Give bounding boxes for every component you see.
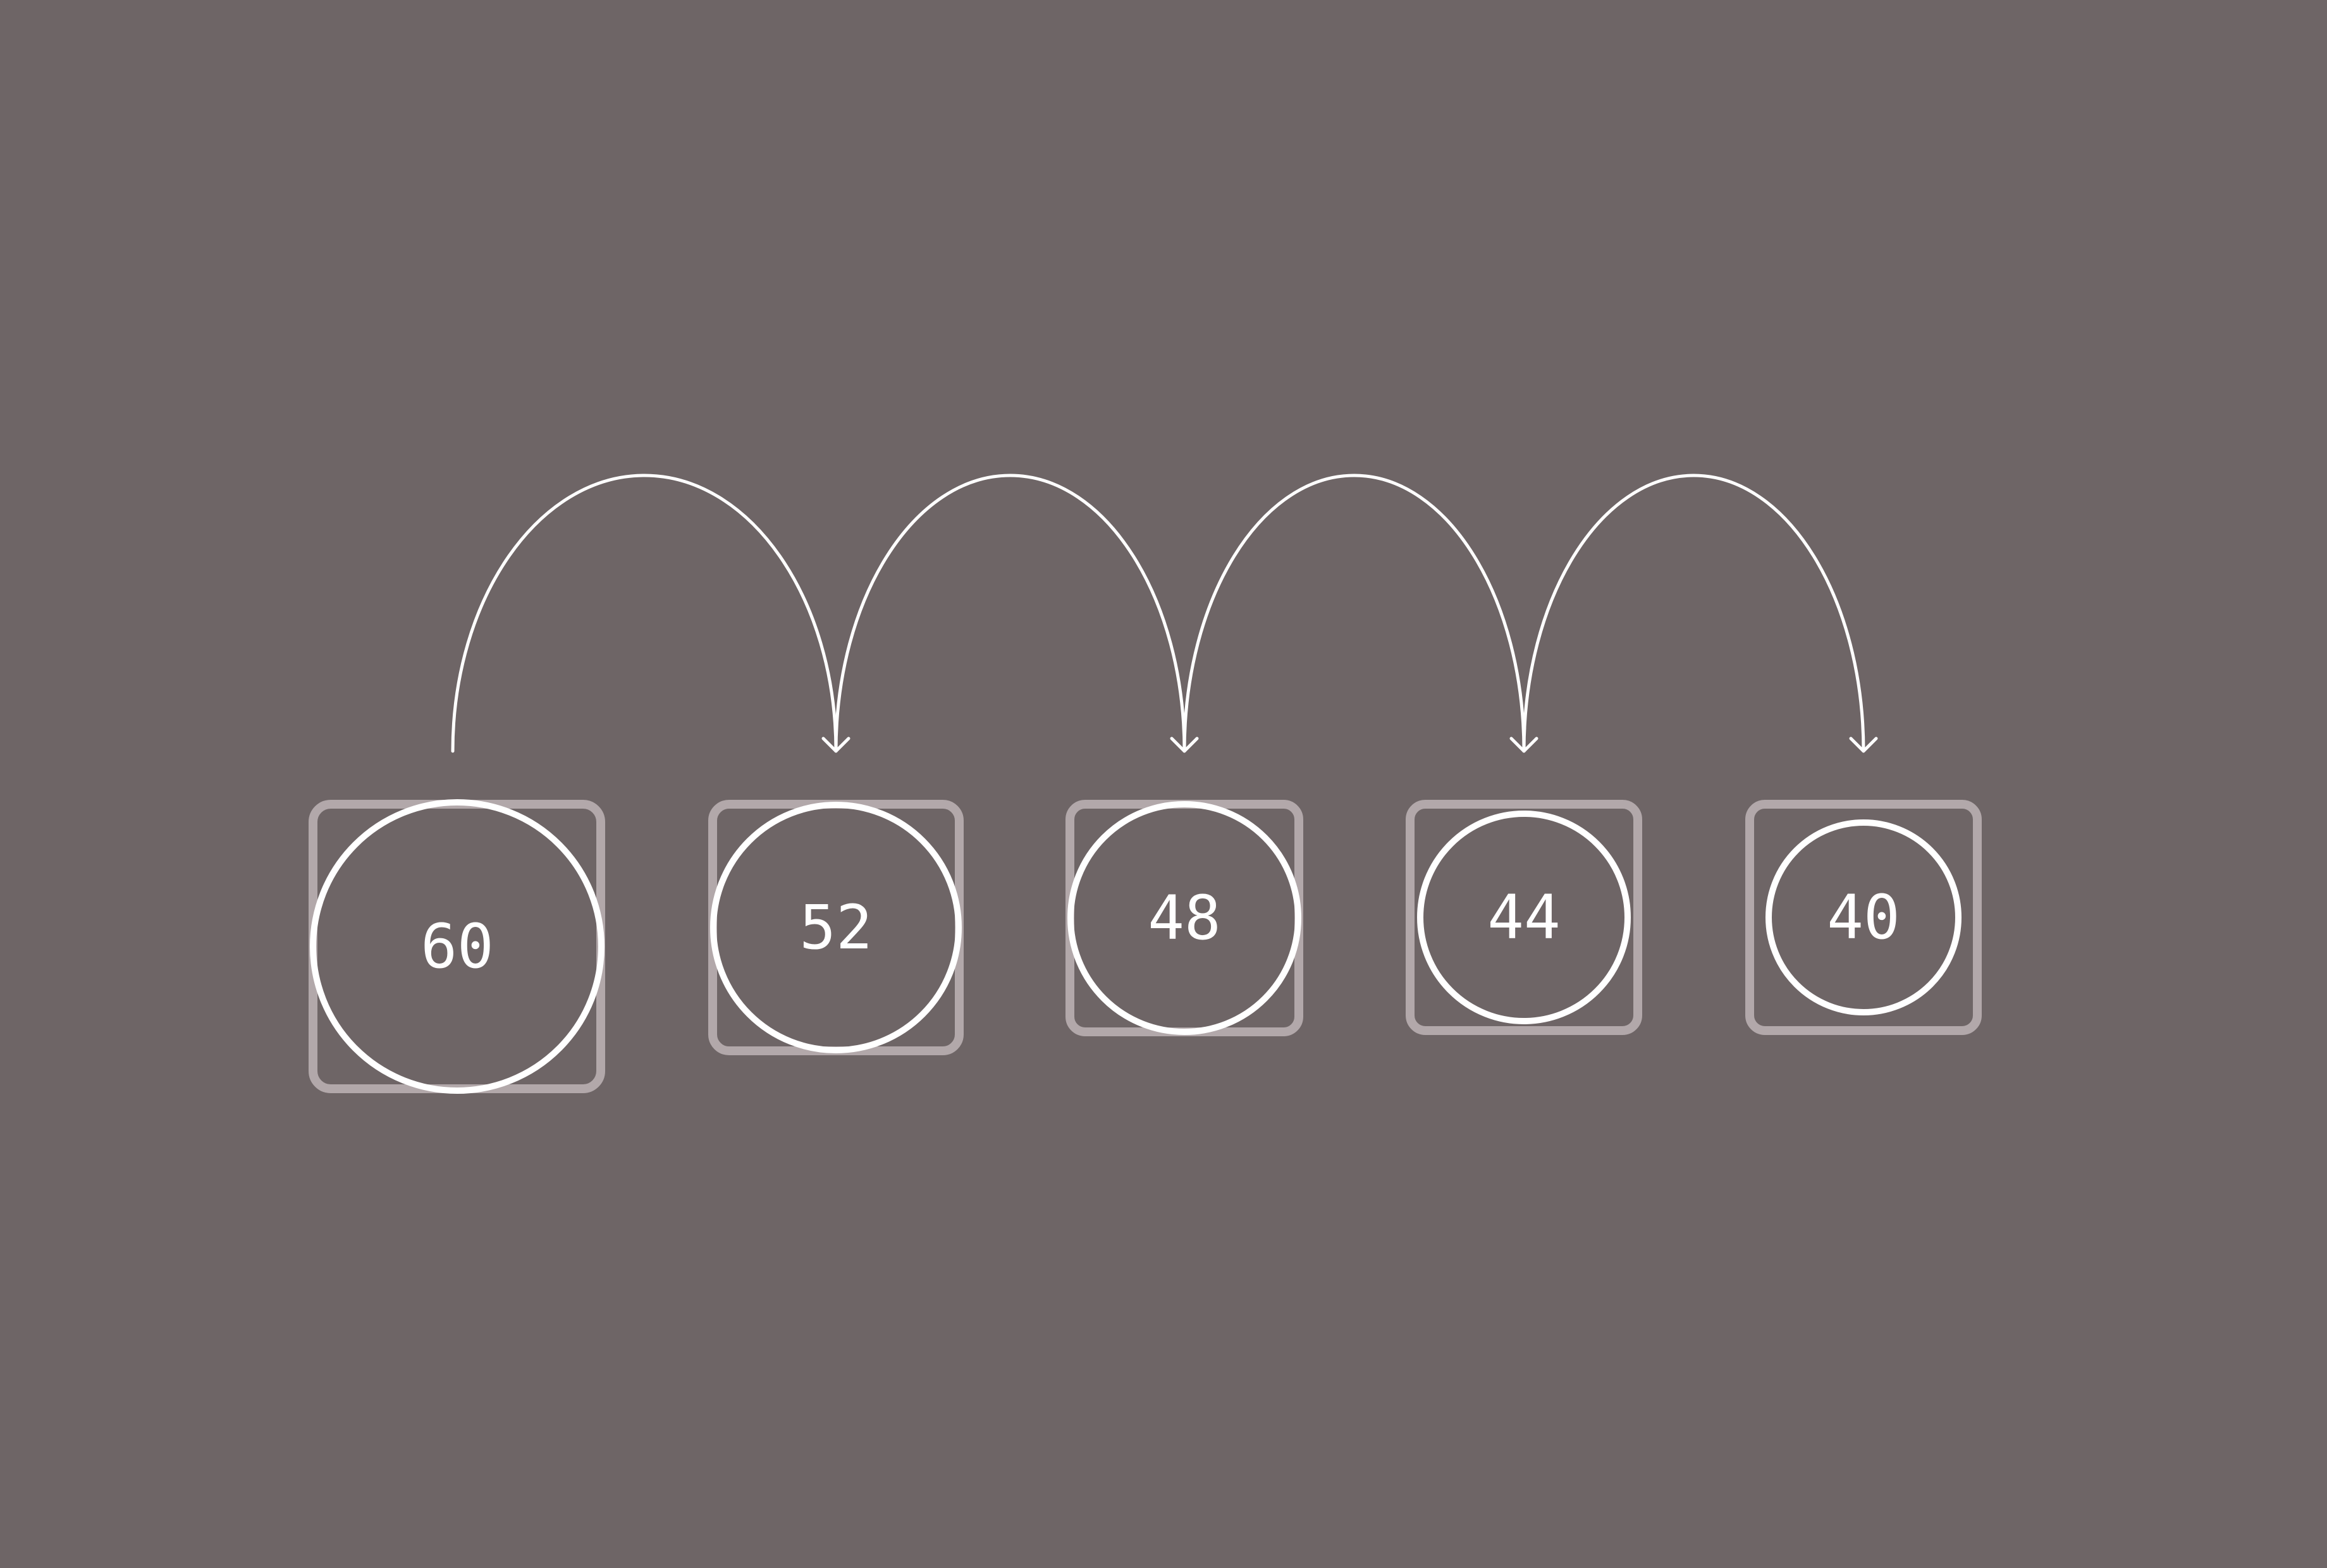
node-frame	[1745, 800, 1982, 1035]
node-label: 48	[1148, 883, 1221, 953]
hop-arc-1	[451, 474, 838, 753]
node-label: 40	[1827, 882, 1900, 953]
node-label: 52	[799, 892, 873, 963]
hop-arc-3	[1182, 474, 1526, 753]
node-label: 44	[1487, 882, 1561, 953]
value-node-48: 48	[1065, 800, 1303, 1036]
node-frame	[1406, 800, 1642, 1035]
node-ring	[710, 802, 962, 1053]
value-node-60: 60	[309, 799, 605, 1094]
arrowhead-icon	[1849, 737, 1878, 753]
node-ring	[1765, 819, 1962, 1015]
hop-arrows	[451, 474, 1878, 753]
node-ring	[1067, 801, 1301, 1035]
node-label: 60	[421, 911, 494, 982]
value-node-40: 40	[1745, 800, 1982, 1035]
hop-arc-2	[834, 474, 1186, 753]
node-ring	[1417, 811, 1631, 1024]
hop-arc-4	[1522, 474, 1865, 753]
value-node-44: 44	[1406, 800, 1642, 1035]
value-node-52: 52	[708, 800, 964, 1055]
node-ring	[310, 799, 605, 1094]
